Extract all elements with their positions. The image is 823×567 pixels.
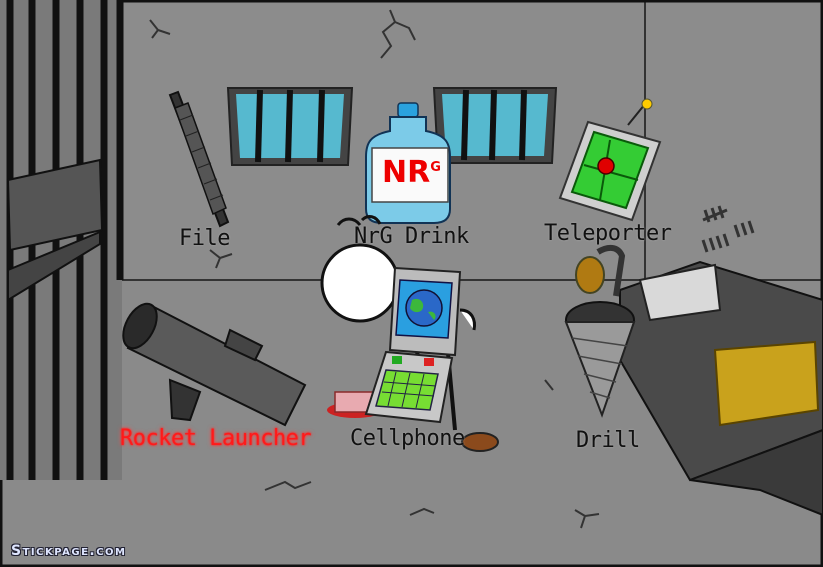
item-label-rocket-launcher[interactable]: Rocket Launcher	[120, 426, 312, 451]
item-label-cellphone[interactable]: Cellphone	[350, 426, 465, 451]
rocket-launcher-icon	[122, 302, 307, 427]
teleporter-device-icon	[558, 98, 662, 222]
nrg-bottle-superscript: G	[430, 160, 441, 175]
nrg-bottle-icon	[365, 102, 451, 224]
nrg-bottle-text: NR	[382, 155, 431, 190]
item-label-teleporter[interactable]: Teleporter	[544, 221, 672, 246]
drill-icon	[564, 244, 636, 418]
prison-bed	[619, 260, 823, 517]
item-label-drill[interactable]: Drill	[576, 428, 640, 453]
metal-file-icon	[168, 90, 230, 228]
stickpage-logo[interactable]: Stickpage.com	[11, 543, 127, 559]
cell-window-right	[432, 87, 558, 164]
cell-bars	[0, 0, 124, 480]
tally-marks	[701, 205, 755, 253]
item-drill[interactable]	[560, 248, 650, 458]
item-label-file[interactable]: File	[179, 226, 230, 251]
cellphone-icon	[364, 266, 462, 424]
item-label-nrg-drink[interactable]: NrG Drink	[354, 224, 469, 249]
nrg-bottle-label: NRG	[382, 155, 441, 190]
cell-window-left	[226, 87, 354, 166]
